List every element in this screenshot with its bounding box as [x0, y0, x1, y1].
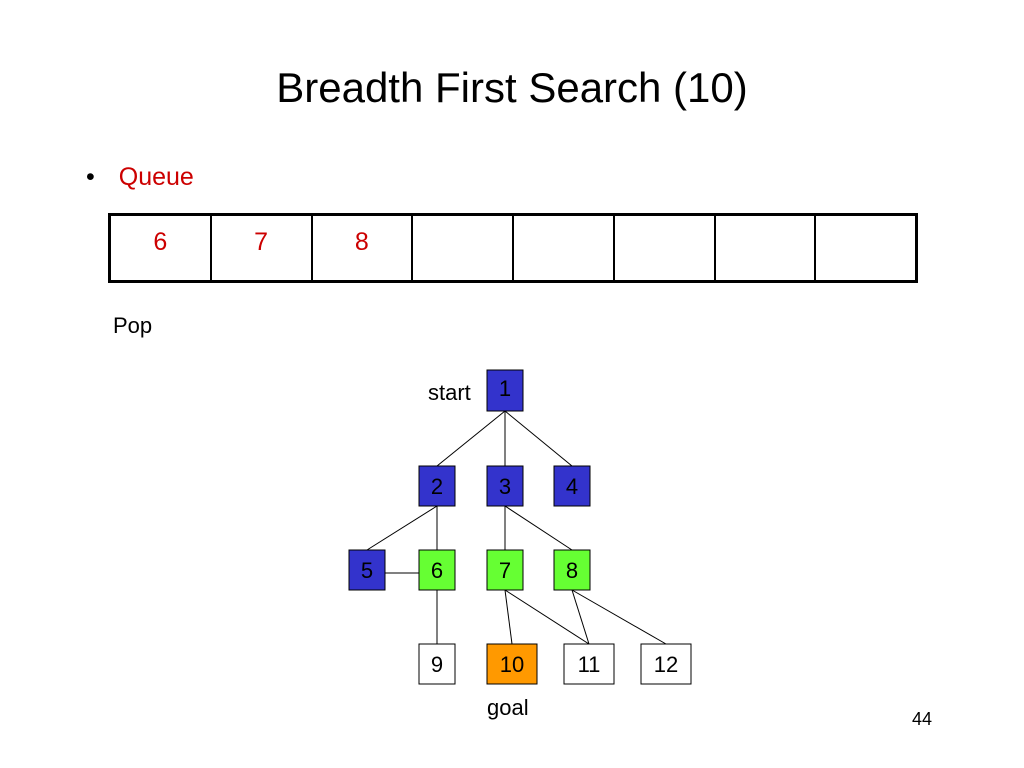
tree-node-label: 4: [566, 474, 578, 499]
queue-cell: 6: [111, 216, 212, 280]
tree-node-label: 7: [499, 558, 511, 583]
queue-cell: [413, 216, 514, 280]
goal-label: goal: [487, 695, 529, 720]
queue-cell: 7: [212, 216, 313, 280]
tree-node: 8: [553, 549, 591, 591]
tree-node-box: [348, 549, 386, 591]
page-number: 44: [912, 709, 933, 729]
tree-node: 6: [418, 549, 456, 591]
tree-node-label: 3: [499, 474, 511, 499]
tree-edge: [504, 589, 513, 645]
queue-cell: [514, 216, 615, 280]
tree-edge: [571, 589, 667, 645]
queue-cell: [716, 216, 817, 280]
tree-node: 4: [553, 465, 591, 507]
start-label: start: [428, 380, 471, 405]
tree-edge: [366, 505, 438, 551]
tree-node-label: 8: [566, 558, 578, 583]
tree-edge: [436, 410, 506, 467]
tree-node: 11: [563, 643, 615, 685]
tree-node-box: [563, 643, 615, 685]
tree-edge: [571, 589, 590, 645]
queue-cell: 8: [313, 216, 414, 280]
queue-table: 6 7 8: [108, 213, 918, 283]
tree-edge: [504, 589, 590, 645]
queue-cell: [615, 216, 716, 280]
tree-node-box: [640, 643, 692, 685]
tree-node-label: 6: [431, 558, 443, 583]
tree-node-box: [553, 465, 591, 507]
tree-node: 7: [486, 549, 524, 591]
tree-node: 2: [418, 465, 456, 507]
tree-node-label: 11: [578, 652, 601, 677]
tree-node-label: 9: [431, 652, 443, 677]
tree-node: 10: [486, 643, 538, 685]
tree-node-label: 5: [361, 558, 373, 583]
tree-node-box: [486, 549, 524, 591]
tree-node: 5: [348, 549, 386, 591]
tree-node: 9: [418, 643, 456, 685]
tree-node-box: [486, 369, 524, 412]
tree-node: 1: [486, 369, 524, 412]
tree-node-label: 12: [654, 652, 678, 677]
tree-node-label: 10: [500, 652, 524, 677]
tree-node-box: [418, 643, 456, 685]
tree-node-box: [553, 549, 591, 591]
slide-title: Breadth First Search (10): [276, 64, 748, 111]
tree-edge: [504, 505, 573, 551]
tree-node-label: 2: [431, 474, 443, 499]
tree-node-box: [486, 643, 538, 685]
tree-node: 12: [640, 643, 692, 685]
tree-node: 3: [486, 465, 524, 507]
pop-label: Pop: [113, 313, 153, 338]
tree-node-box: [486, 465, 524, 507]
tree-edge: [504, 410, 573, 467]
bullet-dot-icon: •: [86, 163, 95, 191]
tree-node-label: 1: [499, 376, 511, 401]
tree-edges: [366, 410, 667, 645]
tree-node-box: [418, 549, 456, 591]
tree-node-box: [418, 465, 456, 507]
queue-bullet: • Queue: [86, 162, 194, 192]
queue-heading: Queue: [118, 163, 194, 191]
